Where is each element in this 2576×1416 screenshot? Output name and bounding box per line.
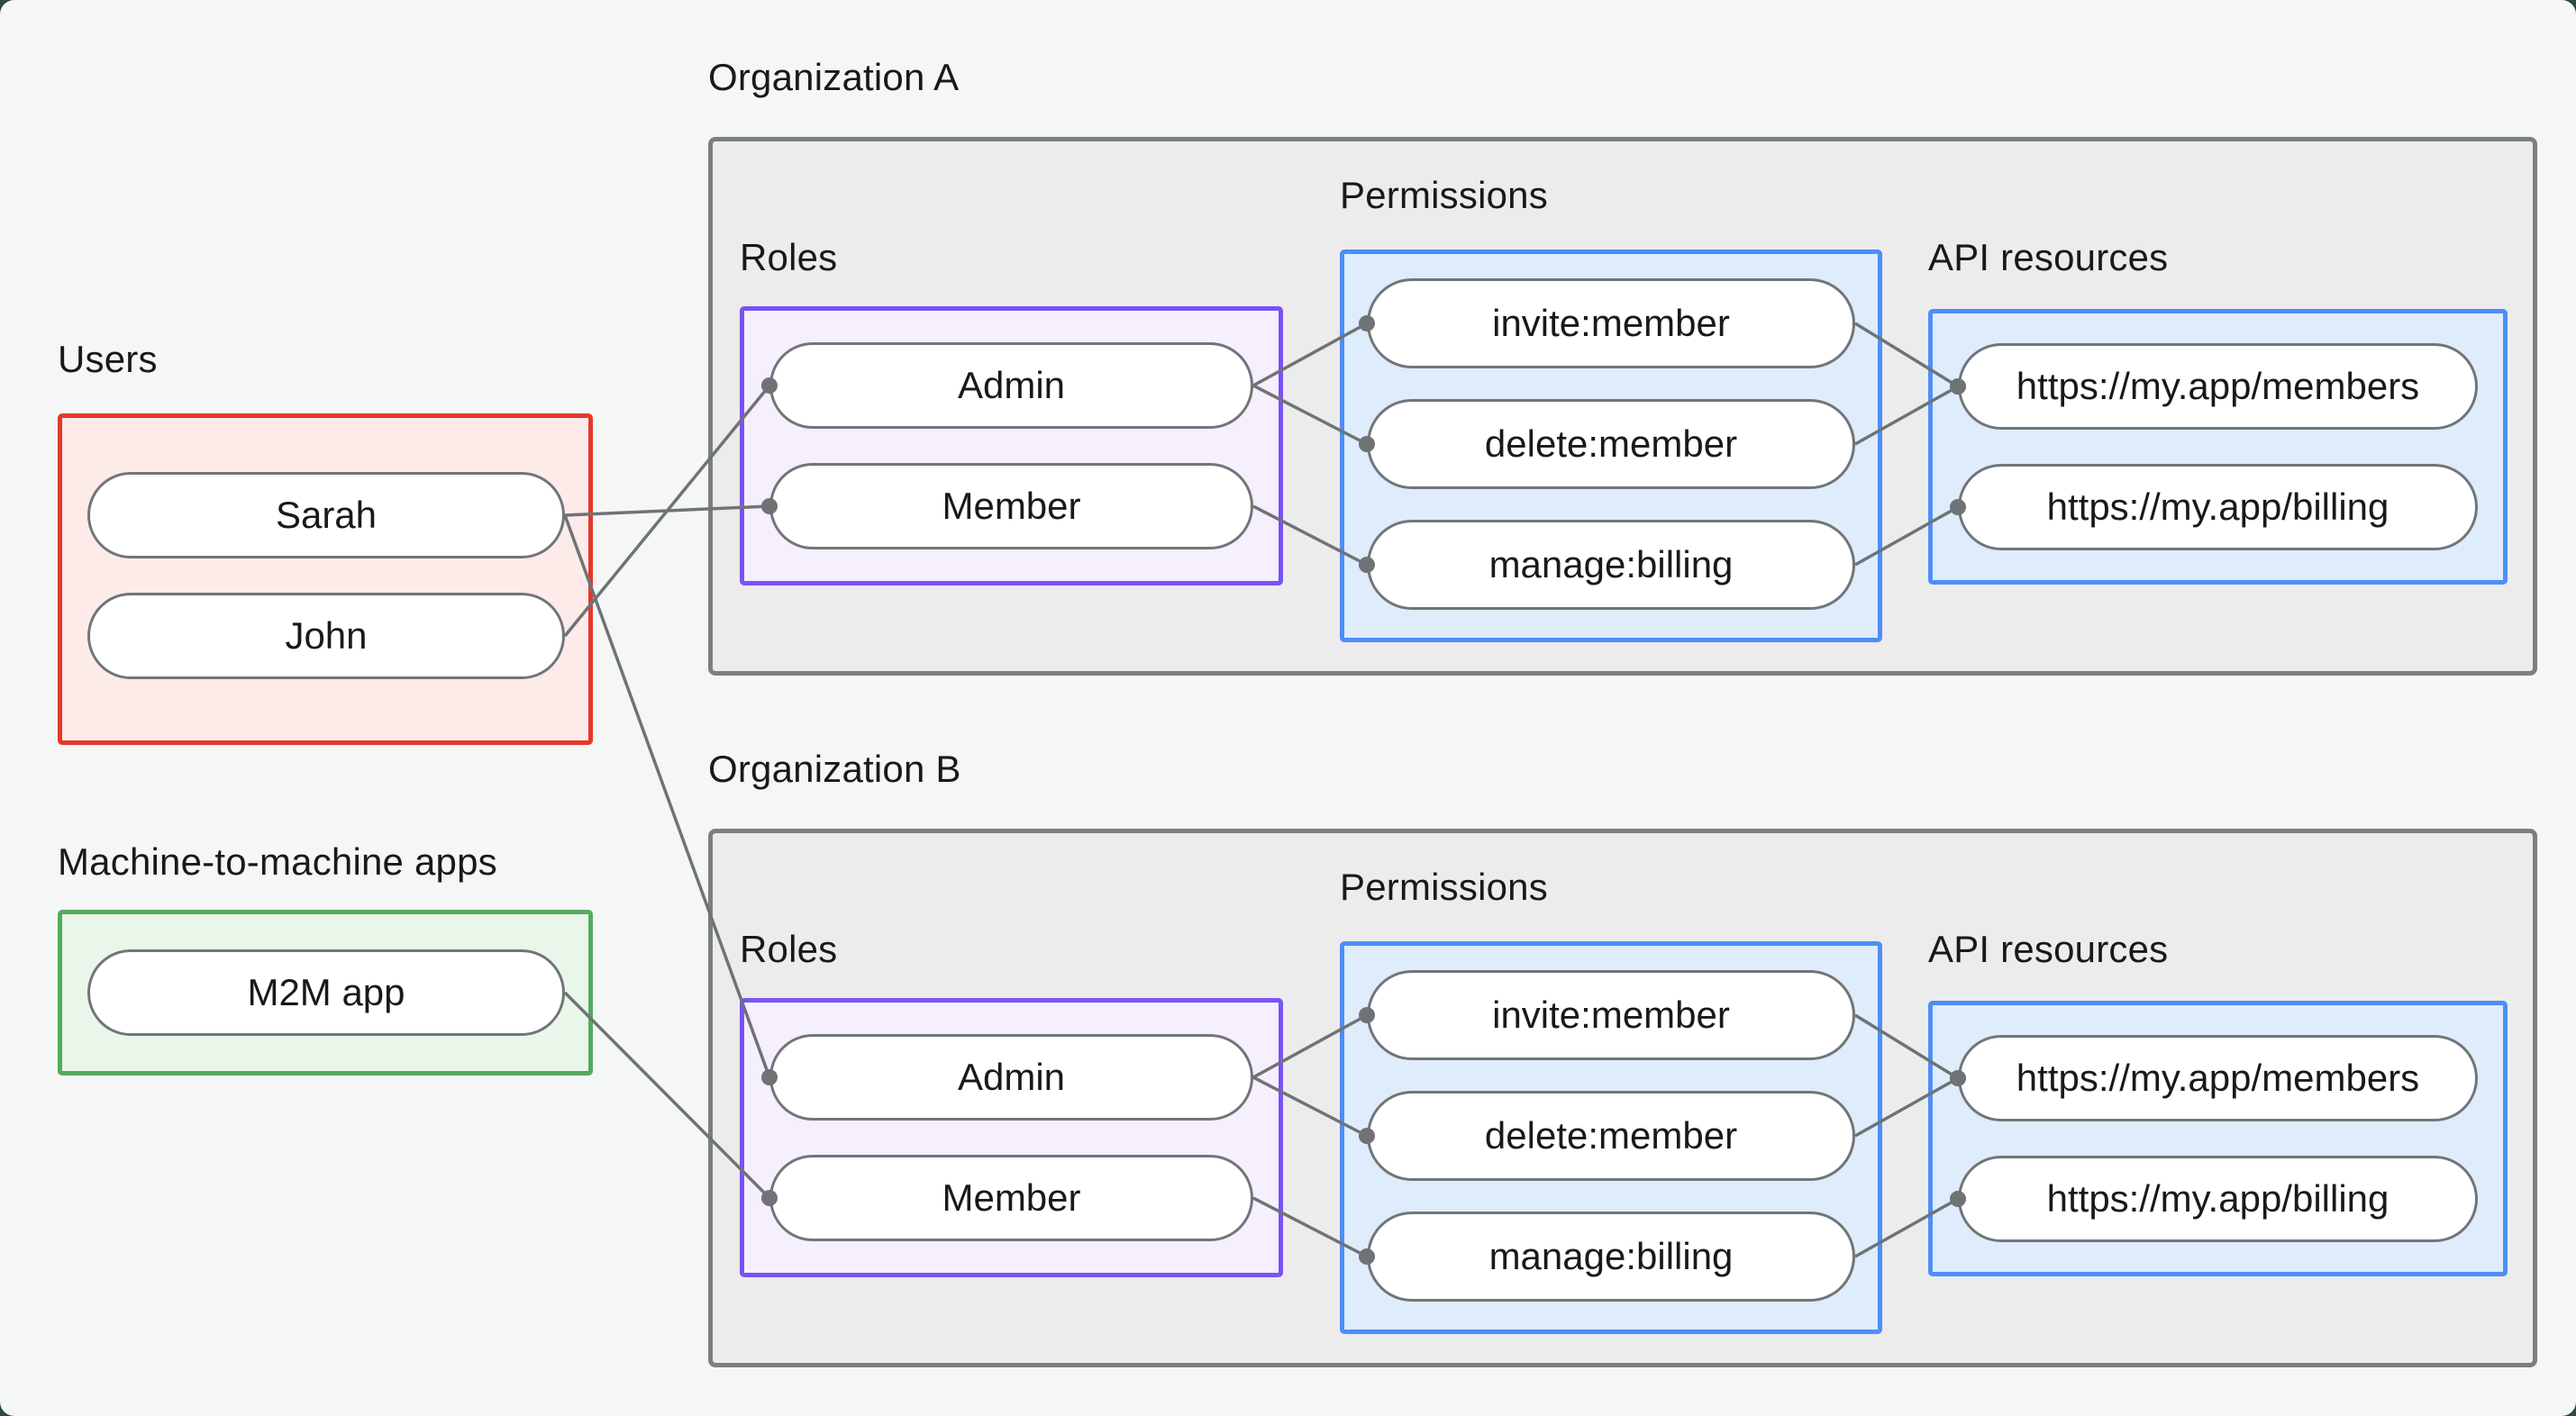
users-group-box [58,413,593,745]
node-org-a-billing-api: https://my.app/billing [1958,464,2478,550]
m2m-group-label: Machine-to-machine apps [58,840,497,883]
node-john: John [87,593,565,679]
org-b-permissions-label: Permissions [1340,866,1548,908]
org-a-roles-label: Roles [740,236,838,278]
node-org-b-members-api: https://my.app/members [1958,1035,2478,1121]
node-org-a-admin: Admin [769,342,1253,429]
node-org-b-delete-member: delete:member [1367,1091,1855,1181]
org-a-permissions-label: Permissions [1340,174,1548,216]
node-org-b-manage-billing: manage:billing [1367,1212,1855,1302]
org-b-api-label: API resources [1928,928,2169,970]
node-org-a-manage-billing: manage:billing [1367,520,1855,610]
node-sarah: Sarah [87,472,565,558]
node-org-a-member: Member [769,463,1253,549]
node-org-a-members-api: https://my.app/members [1958,343,2478,430]
node-org-b-invite-member: invite:member [1367,970,1855,1060]
node-org-b-admin: Admin [769,1034,1253,1121]
org-b-roles-label: Roles [740,928,838,970]
node-org-b-member: Member [769,1155,1253,1241]
org-a-api-label: API resources [1928,236,2169,278]
node-m2m-app: M2M app [87,949,565,1036]
node-org-a-invite-member: invite:member [1367,278,1855,368]
node-org-b-billing-api: https://my.app/billing [1958,1156,2478,1242]
org-b-title: Organization B [708,748,961,790]
users-group-label: Users [58,338,158,380]
org-a-title: Organization A [708,56,960,98]
node-org-a-delete-member: delete:member [1367,399,1855,489]
